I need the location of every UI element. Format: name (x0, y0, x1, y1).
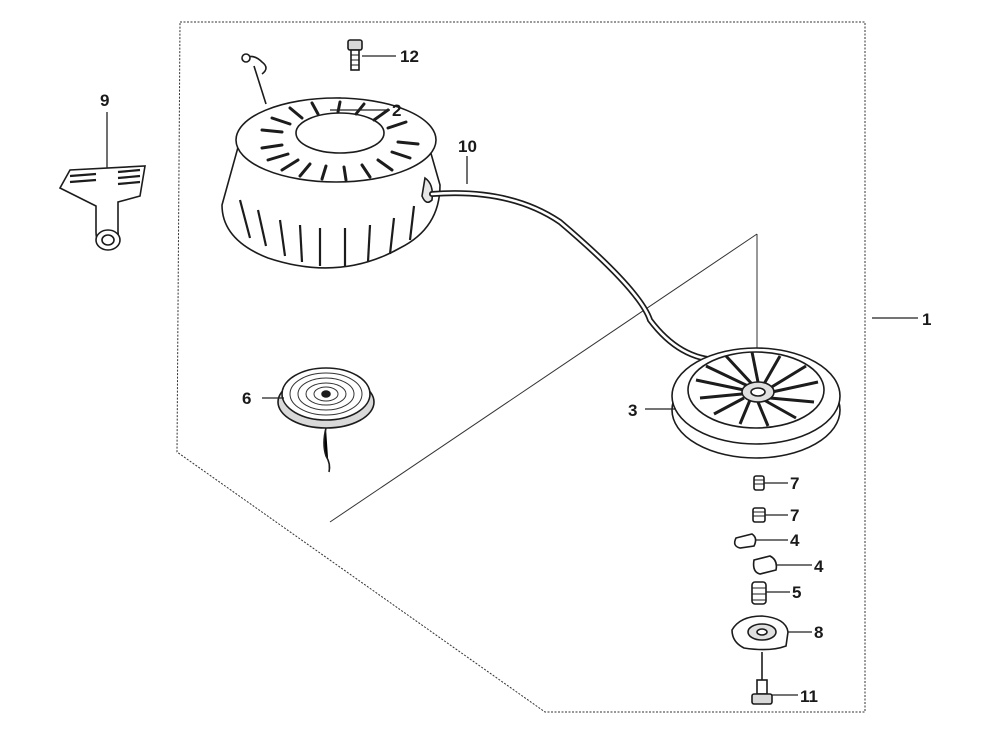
callout-2: 2 (392, 101, 401, 120)
callout-11: 11 (800, 687, 818, 706)
ratchet-guide-8-part (731, 615, 789, 651)
callout-5: 5 (792, 583, 801, 602)
callout-9: 9 (100, 91, 109, 110)
ratchet-4-upper-part (733, 533, 757, 549)
ratchet-4-lower-part (752, 555, 778, 575)
leader-lines (106, 55, 918, 696)
callout-1: 1 (922, 310, 931, 329)
screw-11-part (751, 652, 773, 705)
callout-12: 12 (400, 47, 419, 66)
fan-cover-part (221, 97, 441, 269)
callout-4-upper: 4 (790, 531, 800, 550)
spring-7-lower-part (752, 507, 766, 523)
callout-8: 8 (814, 623, 823, 642)
callout-7-upper: 7 (790, 474, 799, 493)
starter-grip-part (58, 165, 146, 251)
callout-labels: 12 2 10 9 1 6 3 7 7 4 4 5 8 11 (100, 47, 931, 706)
spring-7-upper-part (753, 475, 765, 491)
callout-4-lower: 4 (814, 557, 824, 576)
starter-reel-part (671, 347, 841, 459)
cable-guide-part (241, 53, 267, 105)
recoil-spring-part (277, 367, 375, 473)
callout-10: 10 (458, 137, 477, 156)
callout-7-lower: 7 (790, 506, 799, 525)
assembly-frame (176, 21, 866, 713)
bolt-12-part (347, 39, 363, 71)
friction-spring-5-part (751, 581, 767, 605)
starter-rope-part (429, 190, 723, 363)
callout-3: 3 (628, 401, 637, 420)
callout-6: 6 (242, 389, 251, 408)
